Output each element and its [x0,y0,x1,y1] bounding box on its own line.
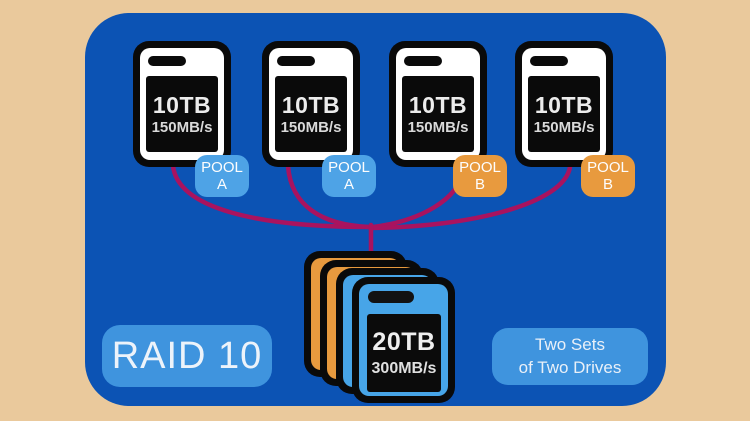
pool-badge-line2: A [343,176,354,193]
drive-3-capacity: 10TB [408,91,468,118]
drive-4-speed: 150MB/s [533,118,595,136]
drive-3-speed: 150MB/s [407,118,469,136]
stack-speed: 300MB/s [371,359,437,377]
pool-badge-drive-4: POOL B [581,155,635,197]
stack-drive-screen: 20TB 300MB/s [367,314,441,392]
pool-badge-drive-1: POOL A [195,155,249,197]
drive-notch-icon [277,56,315,66]
drive-3-body: 10TB 150MB/s [396,48,480,160]
drive-1-capacity: 10TB [152,91,212,118]
note-line1: Two Sets [535,335,605,355]
pool-badge-line2: A [216,176,227,193]
drive-1: 10TB 150MB/s [133,41,231,167]
drive-notch-icon [368,291,414,303]
drive-4-body: 10TB 150MB/s [522,48,606,160]
drive-1-screen: 10TB 150MB/s [146,76,218,152]
drive-4-capacity: 10TB [534,91,594,118]
pool-badge-drive-3: POOL B [453,155,507,197]
drive-2-capacity: 10TB [281,91,341,118]
drive-4-screen: 10TB 150MB/s [528,76,600,152]
raid-level-badge: RAID 10 [102,325,272,387]
pool-badge-line2: B [602,176,613,193]
drive-2-speed: 150MB/s [280,118,342,136]
drive-notch-icon [530,56,568,66]
drive-1-body: 10TB 150MB/s [140,48,224,160]
pool-badge-line1: POOL [201,158,243,176]
pool-badge-line1: POOL [587,158,629,176]
drive-3: 10TB 150MB/s [389,41,487,167]
drive-4: 10TB 150MB/s [515,41,613,167]
drive-notch-icon [148,56,186,66]
pool-badge-drive-2: POOL A [322,155,376,197]
stack-capacity: 20TB [372,327,436,356]
note-badge: Two Sets of Two Drives [492,328,648,385]
drive-2-screen: 10TB 150MB/s [275,76,347,152]
pool-badge-line1: POOL [459,158,501,176]
stacked-drive-face: 20TB 300MB/s [359,284,448,396]
stacked-drive-front: 20TB 300MB/s [352,277,455,403]
drive-1-speed: 150MB/s [151,118,213,136]
raid-level-label: RAID 10 [111,334,263,377]
drive-2: 10TB 150MB/s [262,41,360,167]
pool-badge-line1: POOL [328,158,370,176]
drive-3-screen: 10TB 150MB/s [402,76,474,152]
drive-notch-icon [404,56,442,66]
drive-2-body: 10TB 150MB/s [269,48,353,160]
note-line2: of Two Drives [518,357,622,377]
pool-badge-line2: B [474,176,485,193]
